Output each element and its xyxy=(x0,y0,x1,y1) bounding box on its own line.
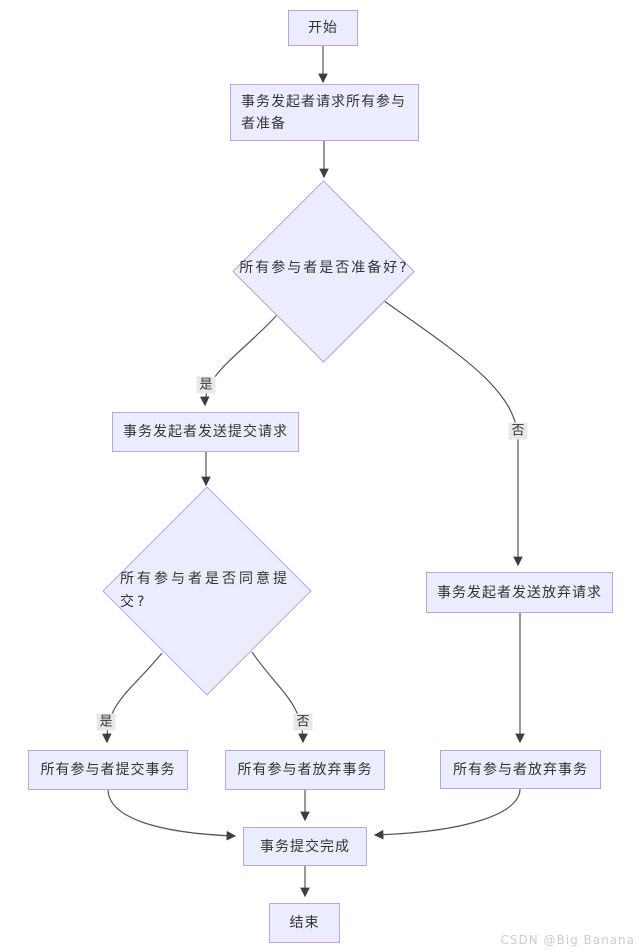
edge-label-no-2: 否 xyxy=(293,713,313,731)
node-all-commit: 所有参与者提交事务 xyxy=(28,750,188,790)
node-prepare-request: 事务发起者请求所有参与者准备 xyxy=(230,84,419,141)
edge-decision1-yes-commitreq xyxy=(199,314,278,407)
edge-allcommit-done xyxy=(107,789,237,841)
node-all-abort-right: 所有参与者放弃事务 xyxy=(440,750,601,789)
edge-decision1-no-abortreq xyxy=(379,297,523,567)
node-done: 事务提交完成 xyxy=(243,827,367,866)
node-start: 开始 xyxy=(288,10,358,46)
node-decision-ready-label: 所有参与者是否准备好? xyxy=(239,260,409,276)
node-decision-agree-label: 所有参与者是否同意提交? xyxy=(120,571,290,610)
node-send-abort-request: 事务发起者发送放弃请求 xyxy=(426,572,613,613)
edge-label-yes-2: 是 xyxy=(96,713,116,731)
node-end: 结束 xyxy=(269,903,340,943)
edge-decision2-yes-allcommit xyxy=(101,652,163,744)
edge-label-no-1: 否 xyxy=(508,422,528,440)
node-send-commit-request: 事务发起者发送提交请求 xyxy=(112,412,299,452)
csdn-watermark: CSDN @Big Banana xyxy=(500,933,635,947)
edge-allabortright-done xyxy=(373,788,521,840)
edge-label-yes-1: 是 xyxy=(196,376,216,394)
node-all-abort-left: 所有参与者放弃事务 xyxy=(225,750,385,790)
